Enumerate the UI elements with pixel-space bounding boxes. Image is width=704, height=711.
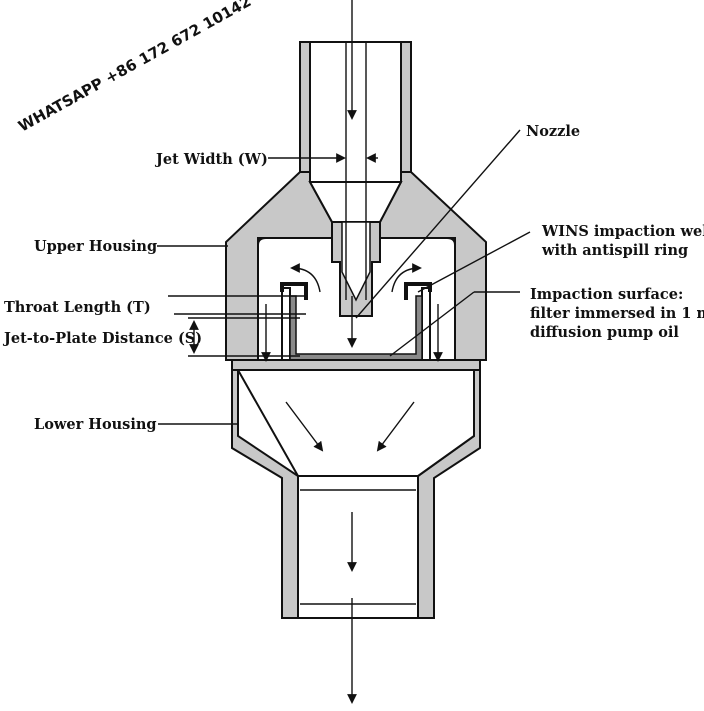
leader-lines xyxy=(157,129,531,425)
lower-housing-label: Lower Housing xyxy=(34,416,157,433)
lower-housing-body xyxy=(231,369,481,619)
flow-arrows xyxy=(261,0,443,704)
throat-length-label: Throat Length (T) xyxy=(4,299,151,316)
watermark-text: WHATSAPP +86 172 672 10142 xyxy=(15,0,254,135)
wins-label-line1: WINS impaction well xyxy=(541,223,704,240)
impaction-surface-label-line2: filter immersed in 1 mL xyxy=(530,305,704,322)
upper-housing-label: Upper Housing xyxy=(34,238,157,255)
wins-label-line2: with antispill ring xyxy=(541,242,688,259)
jet-width-label: Jet Width (W) xyxy=(154,151,268,168)
jet-to-plate-label: Jet-to-Plate Distance (S) xyxy=(2,330,202,347)
impaction-surface-label-line3: diffusion pump oil xyxy=(530,324,679,341)
impaction-surface-label-line1: Impaction surface: xyxy=(530,286,683,303)
nozzle-body xyxy=(331,42,381,317)
impaction-plate xyxy=(231,359,481,371)
nozzle-label: Nozzle xyxy=(526,123,580,140)
